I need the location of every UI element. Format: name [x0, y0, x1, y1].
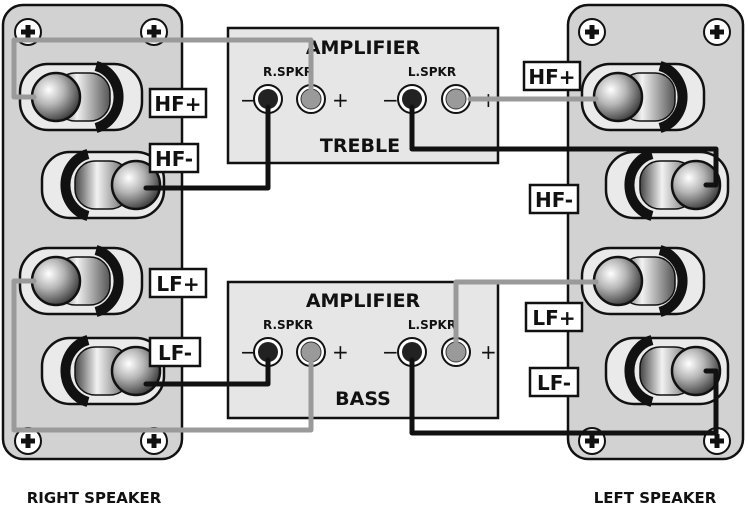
screw-icon [14, 427, 42, 455]
wires [11, 37, 719, 436]
wire-treble-r-minus-to-right-hf-minus [143, 104, 271, 191]
bass-r-spkr-label: R.SPKR [263, 318, 313, 332]
svg-text:HF+: HF+ [154, 92, 201, 116]
svg-text:LF+: LF+ [156, 272, 199, 296]
binding-post-hf-minus[interactable] [604, 149, 730, 221]
right-lf-minus-label: LF- [148, 336, 202, 368]
svg-text:HF-: HF- [535, 188, 573, 212]
treble-r-plus-sign: + [332, 88, 349, 112]
screw-icon [140, 427, 168, 455]
left-hf-minus-label: HF- [528, 183, 580, 215]
right-speaker-terminal-labels: HF+ HF- LF+ LF- [148, 87, 208, 368]
screw-icon [703, 18, 731, 46]
wire-treble-r-plus-to-right-hf-plus [11, 37, 314, 100]
right-speaker-caption: RIGHT SPEAKER [27, 489, 162, 507]
binding-post-lf-minus[interactable] [604, 335, 730, 407]
wire-bass-l-minus-to-left-lf-minus [409, 357, 719, 436]
screw-icon [578, 18, 606, 46]
bass-r-minus-jack[interactable] [253, 337, 283, 367]
treble-l-plus-jack[interactable] [441, 84, 471, 114]
svg-text:HF+: HF+ [528, 65, 575, 89]
treble-r-spkr-label: R.SPKR [263, 65, 313, 79]
left-speaker-terminal-labels: HF+ HF- LF+ LF- [522, 60, 584, 398]
binding-post-lf-plus[interactable] [580, 245, 706, 317]
bass-r-minus-sign: − [240, 340, 257, 364]
bass-amplifier: AMPLIFIER R.SPKR L.SPKR − + − + BASS [226, 280, 500, 420]
bass-l-minus-sign: − [382, 340, 399, 364]
bass-r-plus-jack[interactable] [296, 337, 326, 367]
left-hf-plus-label: HF+ [522, 60, 582, 92]
right-hf-minus-label: HF- [148, 142, 200, 174]
left-speaker-caption: LEFT SPEAKER [594, 489, 717, 507]
bass-amplifier-name: BASS [335, 388, 391, 410]
right-speaker-panel [1, 3, 184, 461]
svg-text:LF+: LF+ [532, 306, 575, 330]
treble-l-minus-sign: − [382, 88, 399, 112]
bass-r-plus-sign: + [332, 340, 349, 364]
binding-post-hf-plus[interactable] [580, 61, 706, 133]
treble-l-spkr-label: L.SPKR [408, 65, 456, 79]
svg-text:LF-: LF- [537, 371, 571, 395]
right-lf-plus-label: LF+ [148, 267, 208, 299]
wire-bass-r-minus-to-right-lf-minus [143, 357, 271, 387]
treble-amplifier: AMPLIFIER R.SPKR L.SPKR − + − + TREBLE [226, 26, 500, 165]
treble-amplifier-title: AMPLIFIER [306, 37, 421, 59]
bass-amplifier-title: AMPLIFIER [306, 290, 421, 312]
svg-text:HF-: HF- [155, 147, 193, 171]
binding-post-lf-plus[interactable] [18, 245, 144, 317]
wire-treble-l-minus-to-left-hf-minus [409, 104, 719, 188]
left-speaker-panel [566, 3, 745, 461]
binding-post-lf-minus[interactable] [40, 335, 166, 407]
wire-bass-l-plus-to-left-lf-plus [453, 279, 599, 347]
left-lf-minus-label: LF- [528, 366, 580, 398]
bass-l-plus-jack[interactable] [441, 337, 471, 367]
bass-l-spkr-label: L.SPKR [408, 318, 456, 332]
bass-l-plus-sign: + [480, 340, 497, 364]
treble-amplifier-name: TREBLE [320, 135, 400, 157]
treble-r-minus-sign: − [240, 88, 257, 112]
treble-l-minus-jack[interactable] [397, 84, 427, 114]
binding-post-hf-minus[interactable] [40, 149, 166, 221]
right-hf-plus-label: HF+ [148, 87, 208, 119]
left-lf-plus-label: LF+ [524, 301, 584, 333]
wire-bass-r-plus-to-right-lf-plus [11, 278, 314, 433]
binding-post-hf-plus[interactable] [18, 61, 144, 133]
svg-text:LF-: LF- [158, 341, 192, 365]
